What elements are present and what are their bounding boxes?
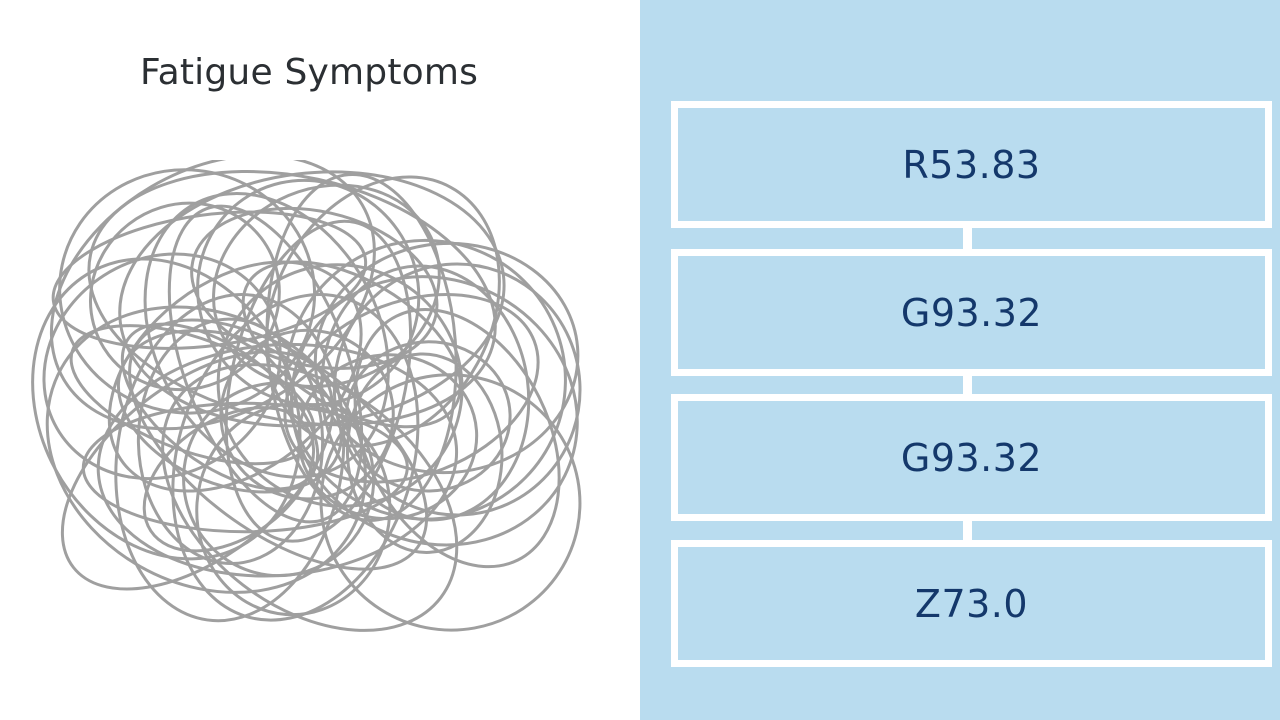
scribble-loop: [283, 292, 540, 484]
code-label: G93.32: [900, 435, 1043, 480]
code-label: G93.32: [900, 290, 1043, 335]
code-box: G93.32: [671, 249, 1272, 376]
tangled-scribble-icon: [31, 160, 582, 632]
connector-line: [963, 228, 972, 250]
scribble-loop: [224, 219, 413, 543]
right-panel: R53.83 G93.32 G93.32 Z73.0: [640, 0, 1280, 720]
scribble-loop: [69, 324, 316, 466]
code-box: G93.32: [671, 394, 1272, 521]
scribble-loop: [313, 241, 580, 475]
code-box: R53.83: [671, 101, 1272, 228]
scribble-loop: [161, 363, 459, 632]
code-label: Z73.0: [914, 581, 1029, 626]
left-panel: Fatigue Symptoms: [31, 52, 582, 632]
scribble-loop: [42, 252, 282, 481]
scribble-loop: [344, 340, 512, 493]
symptoms-title: Fatigue Symptoms: [140, 52, 479, 93]
scribble-loop: [114, 293, 346, 623]
scribble-loop: [107, 260, 363, 493]
scribble-loop: [167, 204, 364, 524]
code-box: Z73.0: [671, 540, 1272, 667]
scribble-loop: [120, 322, 320, 491]
code-label: R53.83: [902, 142, 1041, 187]
scribble-loop: [31, 257, 302, 561]
scribble-loop: [88, 201, 281, 392]
connector-line: [963, 374, 972, 396]
scribble-loop: [241, 260, 462, 429]
connector-line: [963, 520, 972, 542]
scribble-loop: [87, 170, 497, 427]
scribble-loop: [190, 206, 439, 370]
